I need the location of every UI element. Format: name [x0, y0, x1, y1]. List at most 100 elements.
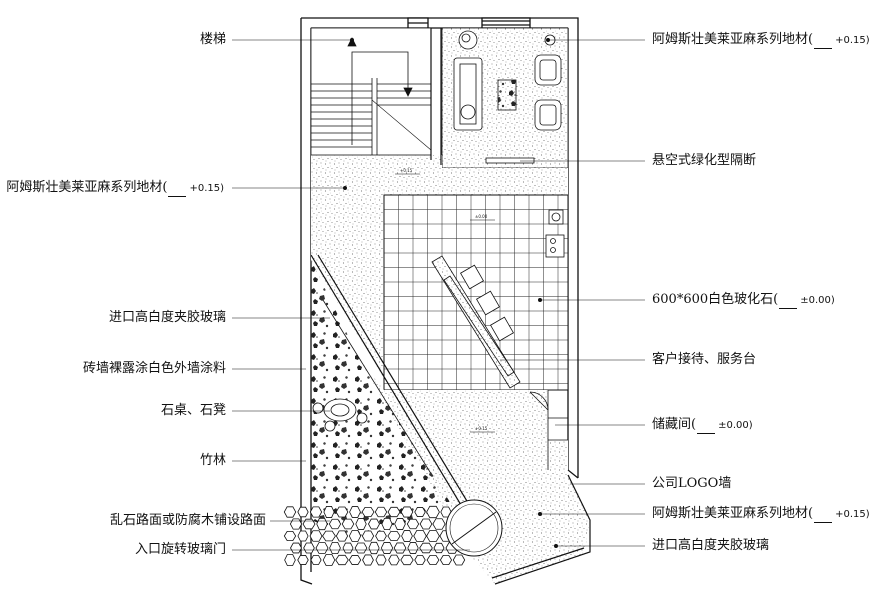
- cobblestone: [387, 530, 401, 542]
- label-stone-table: 石桌、石凳: [160, 403, 226, 418]
- label-storage: 储藏间(±0.00): [652, 417, 753, 434]
- cobblestone: [414, 555, 426, 565]
- cobblestone: [400, 506, 414, 518]
- level-value: ±0.00): [718, 420, 753, 431]
- cobblestone: [387, 506, 401, 518]
- cobblestone: [323, 506, 335, 518]
- cobblestone: [328, 518, 342, 530]
- cobblestone: [400, 554, 414, 566]
- cobblestone: [349, 506, 361, 518]
- cobblestone: [432, 518, 446, 530]
- leader-lines: [232, 39, 645, 551]
- cobblestone: [289, 518, 303, 530]
- label-brick-wall: 砖墙裸露涂白色外墙涂料: [82, 361, 226, 376]
- garden: [310, 254, 477, 540]
- cobblestone: [368, 518, 380, 530]
- plan-level-marks: [395, 173, 495, 433]
- cobblestone: [426, 530, 440, 542]
- tile-area: [383, 194, 569, 391]
- lounge-furniture: [453, 30, 562, 131]
- cobblestone: [335, 554, 349, 566]
- label-entry-glass-right: 进口高白度夹胶玻璃: [652, 538, 770, 553]
- cobblestone: [303, 542, 315, 554]
- label-logo-wall: 公司LOGO墙: [652, 476, 732, 491]
- cobblestone: [388, 554, 400, 566]
- cobblestone: [335, 530, 349, 542]
- green-partition: [485, 157, 535, 164]
- cobblestone: [335, 506, 349, 518]
- level-value: +0.15): [835, 35, 870, 46]
- cobblestone: [283, 506, 297, 518]
- cobblestone: [368, 541, 380, 555]
- cobblestone: [348, 555, 362, 565]
- cobblestone: [309, 506, 323, 518]
- cobblestone: [354, 542, 368, 554]
- entry-floor: [360, 360, 590, 584]
- label-bamboo: 竹林: [199, 453, 226, 468]
- level-value: +0.15): [835, 509, 870, 520]
- cobblestone: [413, 529, 427, 543]
- cobblestone: [401, 530, 413, 542]
- label-stone-path: 乱石路面或防腐木铺设路面: [109, 513, 266, 528]
- cobblestone: [362, 554, 374, 566]
- cobblestone: [322, 530, 336, 542]
- label-reception: 客户接待、服务台: [652, 352, 757, 367]
- cobblestone: [375, 554, 387, 566]
- cobblestone: [374, 506, 388, 518]
- cobblestone: [414, 507, 426, 517]
- storage-room: [529, 390, 568, 470]
- cobblestone: [394, 518, 406, 530]
- cobblestone: [419, 518, 433, 530]
- cobblestone: [302, 518, 316, 530]
- cobblestone: [297, 555, 309, 565]
- stone-path: [283, 505, 472, 566]
- cobblestone: [297, 530, 309, 542]
- cobblestone: [316, 517, 328, 531]
- revolving-door: [445, 499, 503, 557]
- cobblestone: [348, 530, 362, 542]
- label-partition: 悬空式绿化型隔断: [652, 153, 757, 168]
- cobblestone: [361, 507, 375, 517]
- cobblestone: [290, 542, 302, 554]
- cobblestone: [355, 518, 367, 530]
- label-tile: 600*600白色玻化石(±0.00): [652, 292, 835, 309]
- label-floor-top: 阿姆斯壮美莱亚麻系列地材(+0.15): [652, 32, 870, 49]
- cobblestone: [381, 517, 393, 531]
- cobblestone: [322, 554, 336, 566]
- label-floor-left: 阿姆斯壮美莱亚麻系列地材(+0.15): [6, 180, 224, 197]
- cobblestone: [406, 518, 420, 530]
- cobblestone: [452, 554, 466, 566]
- cobblestone: [284, 554, 296, 566]
- reception-counter: [431, 255, 521, 389]
- level-value: +0.15): [189, 183, 224, 194]
- plan-level-tile: ±0.00: [475, 214, 488, 219]
- service-appliances: [545, 209, 565, 258]
- cobblestone: [361, 530, 375, 542]
- cobblestone: [380, 542, 394, 554]
- cobblestone: [407, 542, 419, 554]
- cobblestone: [393, 542, 407, 554]
- cobblestone: [315, 542, 329, 554]
- cobblestone: [433, 542, 445, 554]
- label-revolving-door: 入口旋转玻璃门: [134, 542, 226, 557]
- cobblestone: [419, 542, 433, 554]
- staircase: [310, 27, 442, 165]
- cobblestone: [341, 518, 355, 530]
- entry-glass-front: [491, 469, 591, 585]
- label-stair: 楼梯: [199, 32, 226, 47]
- label-floor-bottom: 阿姆斯壮美莱亚麻系列地材(+0.15): [652, 506, 870, 523]
- leader-dots: [343, 38, 558, 548]
- cobblestone: [342, 542, 354, 554]
- plan-level-lower: +0.15: [475, 426, 488, 431]
- label-entry-glass-left: 进口高白度夹胶玻璃: [108, 310, 226, 325]
- cobblestone: [375, 530, 387, 542]
- plan-level-upper: +0.15: [400, 168, 413, 173]
- cobblestone: [310, 555, 322, 565]
- corridor-floor: [311, 155, 568, 378]
- level-value: ±0.00): [800, 295, 835, 306]
- cobblestone: [309, 530, 323, 542]
- cobblestone: [297, 506, 309, 518]
- cobblestone: [426, 554, 440, 566]
- cobblestone: [283, 530, 297, 542]
